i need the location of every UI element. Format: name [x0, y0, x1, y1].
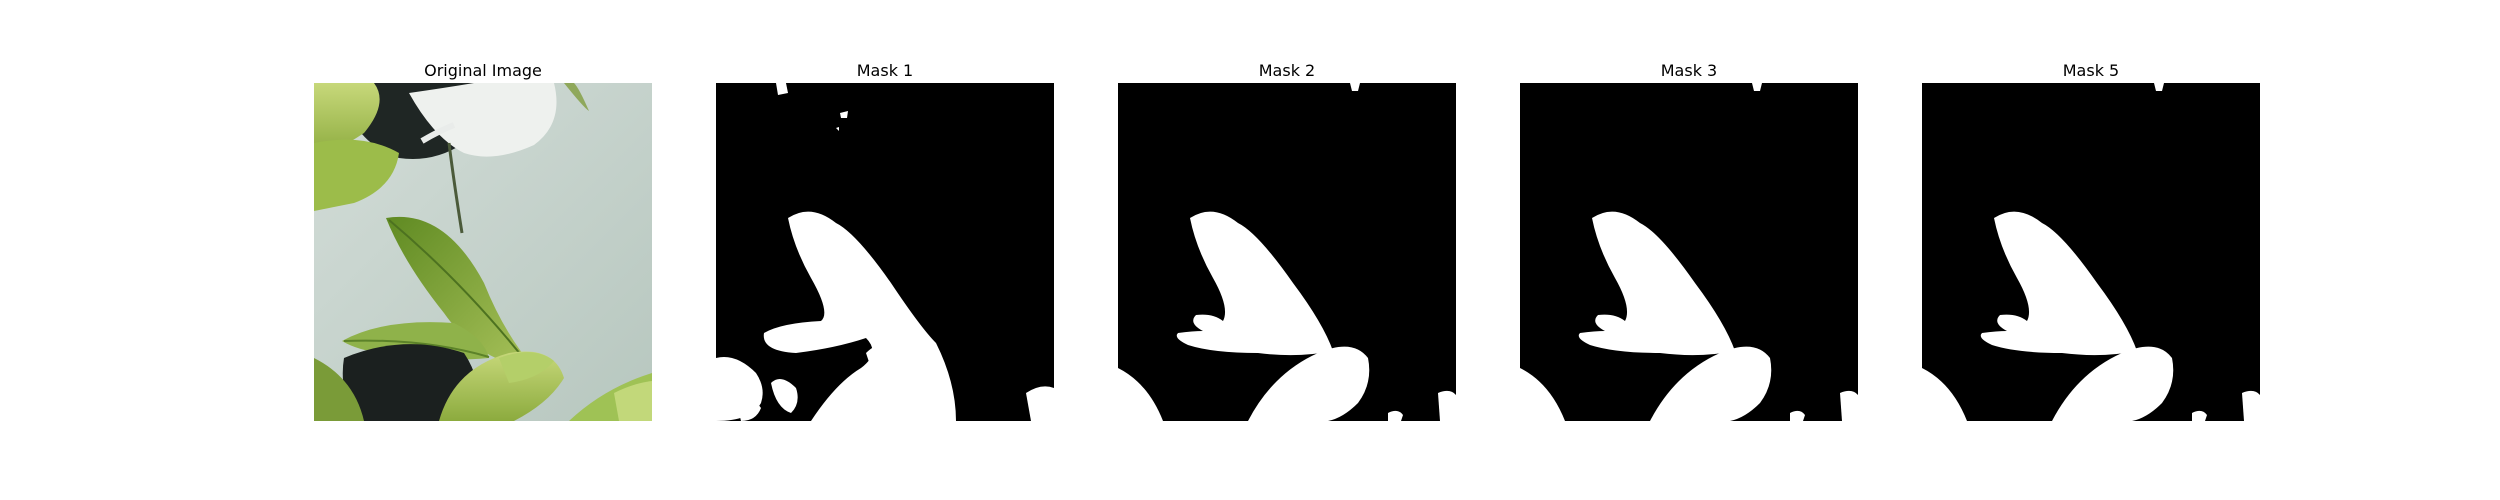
mask-image [1520, 83, 1858, 421]
panel-title: Mask 5 [2062, 61, 2120, 80]
mask-image [716, 83, 1054, 421]
panel-title: Mask 2 [1258, 61, 1316, 80]
mask-image [1118, 83, 1456, 421]
panel-title: Original Image [424, 61, 542, 80]
panel-mask-5: Mask 5 [1922, 58, 2260, 421]
original-image [314, 83, 652, 421]
panel-title: Mask 3 [1660, 61, 1718, 80]
panel-title: Mask 1 [856, 61, 914, 80]
panel-mask-3: Mask 3 [1520, 58, 1858, 421]
mask-image [1922, 83, 2260, 421]
panel-original-image: Original Image [314, 58, 652, 421]
panel-mask-2: Mask 2 [1118, 58, 1456, 421]
panel-mask-1: Mask 1 [716, 58, 1054, 421]
